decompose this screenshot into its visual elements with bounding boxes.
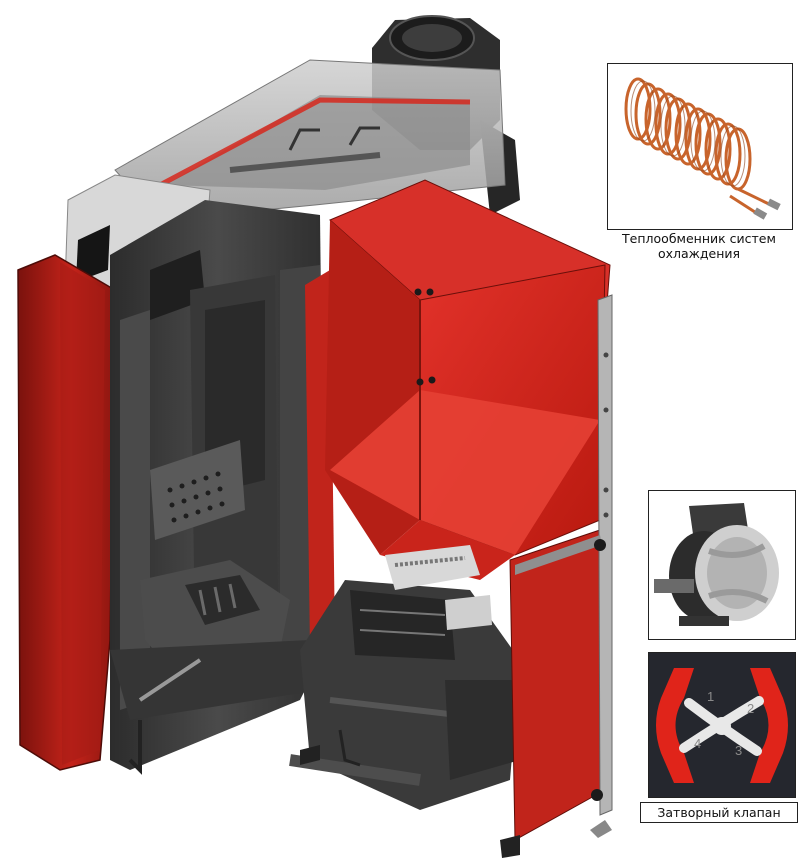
rotary-valve-schematic-inset: 1 2 3 4 bbox=[648, 652, 796, 798]
heat-exchanger-caption-line2: охлаждения bbox=[657, 246, 741, 261]
heat-exchanger-caption: Теплообменник систем охлаждения bbox=[600, 231, 798, 261]
rotary-valve-photo-inset bbox=[648, 490, 796, 640]
top-cover-glass bbox=[114, 59, 506, 221]
combustion-chamber-body bbox=[110, 200, 325, 775]
rotary-valve-caption: Затворный клапан bbox=[640, 802, 798, 823]
pellet-hopper bbox=[325, 179, 611, 630]
copper-coil-icon bbox=[624, 77, 781, 220]
chamber-label-4: 4 bbox=[694, 736, 701, 751]
right-front-door bbox=[509, 294, 613, 841]
chamber-label-2: 2 bbox=[747, 701, 754, 716]
heat-exchanger-inset bbox=[607, 63, 793, 230]
chamber-label-3: 3 bbox=[735, 743, 742, 758]
rotary-valve-schematic-icon: 1 2 3 4 bbox=[656, 668, 788, 783]
heat-exchanger-caption-line1: Теплообменник систем bbox=[622, 231, 776, 246]
grate-holes bbox=[167, 471, 225, 523]
rotary-valve-render-icon bbox=[649, 491, 795, 639]
chamber-label-1: 1 bbox=[707, 689, 714, 704]
auger-assembly bbox=[289, 580, 520, 810]
